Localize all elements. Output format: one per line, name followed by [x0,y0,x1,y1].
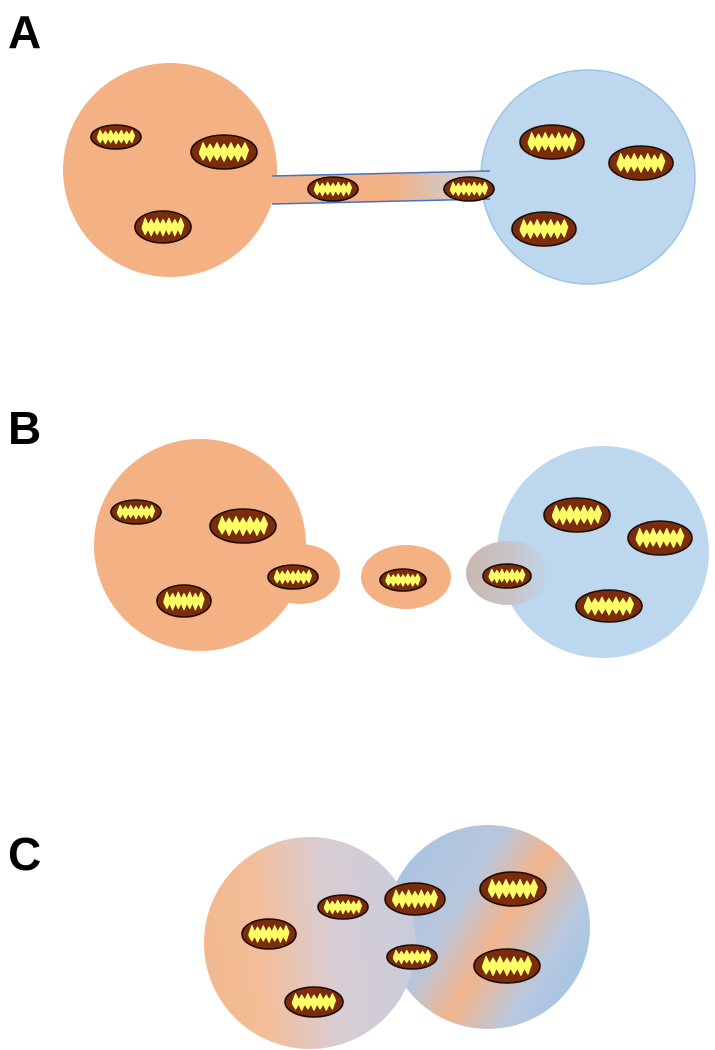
panel-label-b: B [8,402,41,454]
panel-a [63,63,696,285]
mitochondrion-icon [627,520,693,556]
mitochondrion-icon [386,944,438,970]
mitochondrion-icon [190,134,258,170]
mitochondrion-icon [307,176,359,202]
mitochondrion-icon [134,210,192,244]
mitochondrion-icon [473,948,541,984]
cell-fused-left [204,837,416,1049]
cell-blue [497,446,709,658]
cell-orange [63,63,277,277]
mitochondrion-icon [156,584,212,618]
mitochondrion-icon [241,918,297,950]
mitochondrion-icon [479,871,547,907]
mitochondrion-icon [443,176,495,202]
panel-label-a: A [8,6,41,58]
mitochondrion-icon [110,499,162,525]
mitochondrion-icon [519,124,585,160]
nanotube-edge-bottom [271,198,491,205]
mitochondrion-icon [379,568,427,592]
mitochondrion-icon [482,563,532,589]
mitochondrion-icon [511,211,577,247]
mitochondrion-icon [90,124,142,150]
mitochondrion-icon [209,508,277,544]
mitochondrion-icon [575,589,643,623]
mitochondrion-icon [284,986,344,1018]
mitochondrion-icon [384,882,446,916]
mitochondrion-icon [267,564,319,590]
nanotube-edge-top [271,170,491,177]
panel-b [94,439,709,658]
mitochondrion-icon [543,497,611,533]
cell-blue [480,69,696,285]
panel-c [204,825,590,1049]
cell-fused-right [386,825,590,1029]
mitochondrion-icon [608,145,674,181]
cell-orange [94,439,306,651]
mitochondrion-icon [317,894,369,920]
panel-label-c: C [8,828,41,880]
mitochondria [90,124,693,1018]
